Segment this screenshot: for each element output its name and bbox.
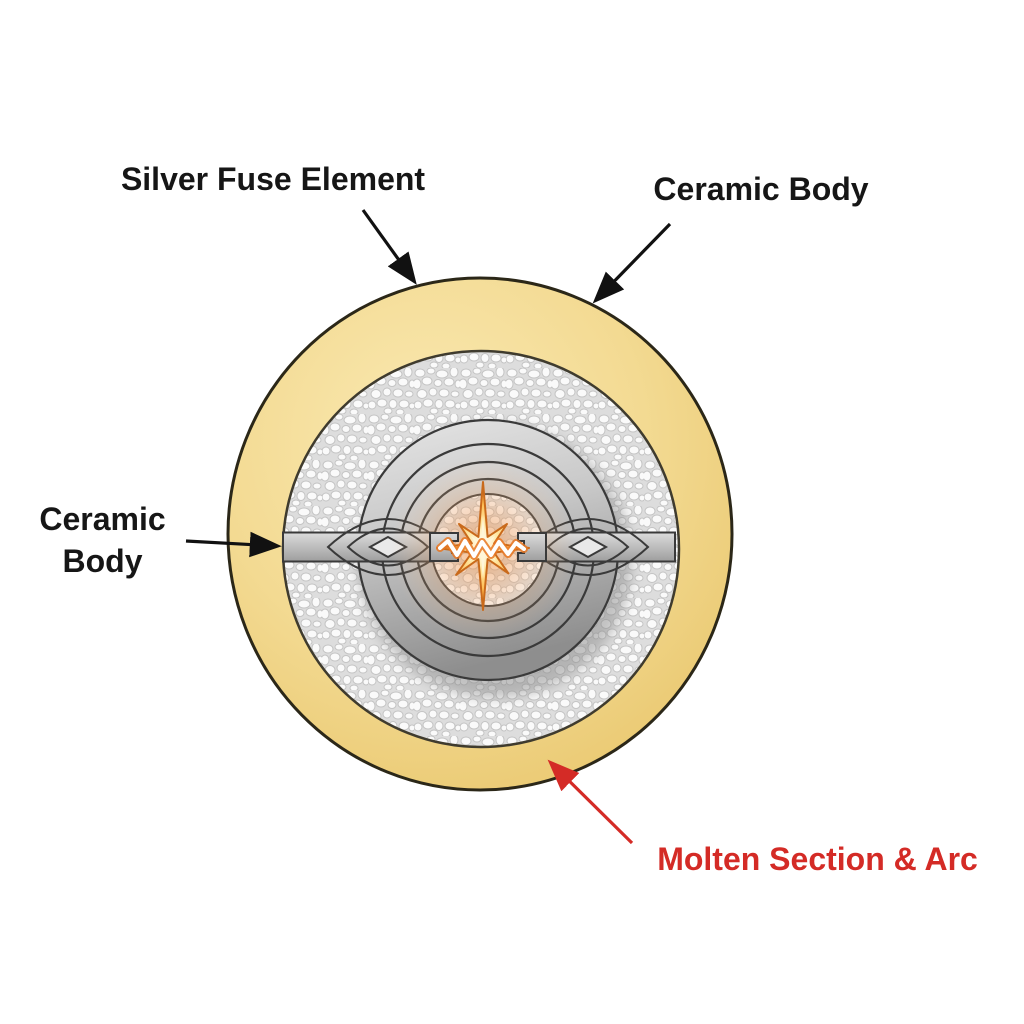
- arc-zigzag: [438, 539, 526, 558]
- ceramic-body-left-label: Ceramic Body: [39, 501, 166, 579]
- molten-section-arc-label: Molten Section & Arc: [657, 841, 978, 877]
- ceramic-body-left-arrow: [185, 531, 282, 558]
- silver-fuse-element-arrow: [361, 209, 417, 285]
- arc-spark: [436, 481, 530, 611]
- ceramic-body-top-label: Ceramic Body: [653, 171, 869, 207]
- molten-section-arrow: [547, 759, 634, 845]
- silver-fuse-element-label: Silver Fuse Element: [120, 161, 426, 197]
- ceramic-body-top-arrow: [592, 222, 672, 304]
